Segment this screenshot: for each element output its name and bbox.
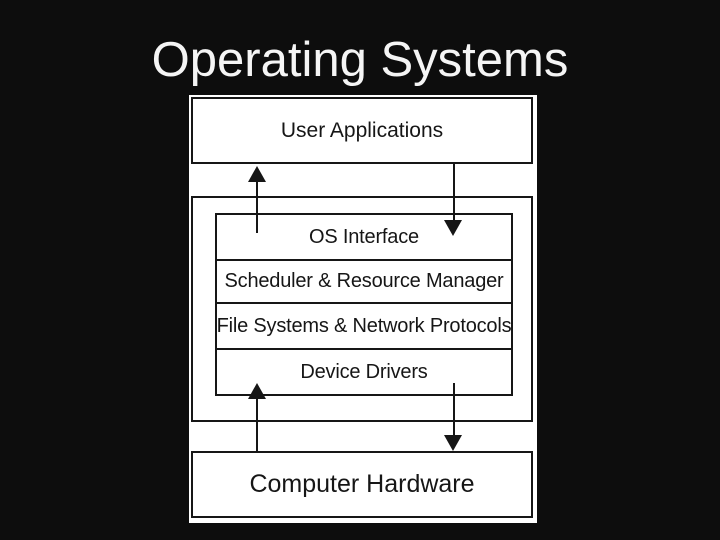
- box-user-applications: User Applications: [191, 97, 533, 164]
- down-arrow-tail: [453, 164, 455, 220]
- box-computer-hardware: Computer Hardware: [191, 451, 533, 518]
- layer-device-drivers-label: Device Drivers: [300, 360, 428, 383]
- up-arrow-icon: [248, 166, 266, 182]
- layer-file-systems-network-protocols: File Systems & Network Protocols: [216, 302, 512, 348]
- layer-os-interface-label: OS Interface: [309, 225, 419, 248]
- layer-scheduler-resource-manager-label: Scheduler & Resource Manager: [224, 270, 504, 292]
- up-arrow-tail: [256, 397, 258, 451]
- up-arrow-icon: [248, 383, 266, 399]
- down-arrow-tail: [453, 383, 455, 435]
- layer-os-interface: OS Interface: [217, 215, 511, 259]
- box-computer-hardware-label: Computer Hardware: [249, 470, 475, 498]
- box-os-layers: OS Interface Scheduler & Resource Manage…: [215, 213, 513, 396]
- up-arrow-tail: [256, 180, 258, 233]
- down-arrow-icon: [444, 220, 462, 236]
- layer-file-systems-network-protocols-label: File Systems & Network Protocols: [216, 314, 512, 337]
- os-architecture-diagram: User Applications OS Interface Scheduler…: [189, 95, 537, 523]
- layer-device-drivers: Device Drivers: [217, 348, 511, 394]
- layer-scheduler-resource-manager: Scheduler & Resource Manager: [217, 259, 511, 302]
- box-user-applications-label: User Applications: [280, 118, 444, 142]
- page-title: Operating Systems: [151, 33, 569, 87]
- down-arrow-icon: [444, 435, 462, 451]
